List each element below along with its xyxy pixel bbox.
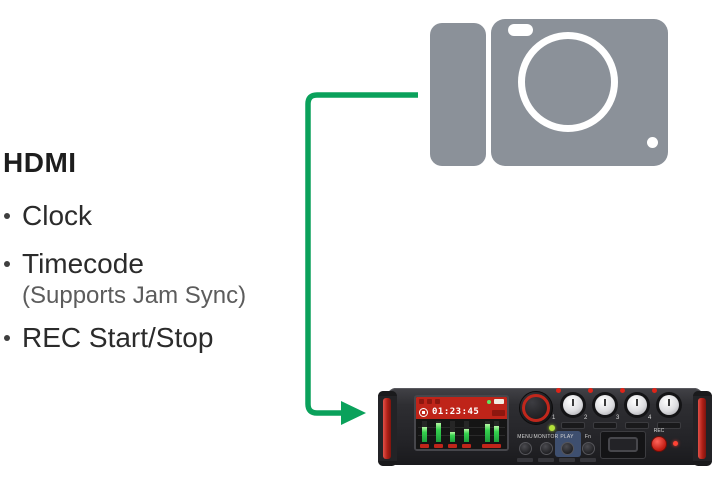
battery-icon xyxy=(494,399,504,404)
button-label: PLAY xyxy=(560,434,574,440)
meter-bar xyxy=(464,429,469,442)
menu-button xyxy=(519,442,532,455)
trim-knob-3: 3 xyxy=(616,388,650,421)
select-dial xyxy=(519,391,553,425)
knob-number: 3 xyxy=(616,415,620,421)
pfl-chip xyxy=(593,422,617,429)
rec-button-label: REC xyxy=(653,428,665,434)
bullet-icon xyxy=(4,335,10,341)
bullet-icon xyxy=(4,261,10,267)
bullet-item-clock: Clock xyxy=(4,200,92,231)
clip-led-icon xyxy=(620,388,625,393)
camera-lens-icon xyxy=(518,32,618,132)
bullet-label: Clock xyxy=(22,200,93,231)
frame-rate-chip xyxy=(492,410,505,416)
play-button xyxy=(561,442,574,455)
rec-button xyxy=(651,436,667,452)
trim-knob-1: 1 xyxy=(552,388,586,421)
clip-led-icon xyxy=(652,388,657,393)
pfl-chip xyxy=(625,422,649,429)
camera-button-dot xyxy=(647,137,658,148)
pfl-chip xyxy=(561,422,585,429)
clip-led-icon xyxy=(588,388,593,393)
knob-number: 4 xyxy=(648,415,652,421)
track-label-chip xyxy=(482,444,501,448)
meter-bar xyxy=(422,427,427,442)
trim-knob-2: 2 xyxy=(584,388,618,421)
timecode-readout: 01:23:45 xyxy=(432,407,480,417)
left-protection-rail xyxy=(378,391,397,466)
meter-bar xyxy=(436,423,441,442)
bullet-item-rec-start-stop: REC Start/Stop xyxy=(4,322,213,353)
monitor-button xyxy=(540,442,553,455)
button-sublabel-chip xyxy=(517,458,533,462)
bullet-icon xyxy=(4,213,10,219)
pfl-chip xyxy=(657,422,681,429)
stop-icon xyxy=(419,408,428,417)
display-header: 01:23:45 xyxy=(416,397,507,419)
knob-number: 2 xyxy=(584,415,588,421)
status-icons xyxy=(419,399,440,404)
level-meters xyxy=(416,419,507,449)
button-label: Fn xyxy=(584,434,592,440)
meter-bar xyxy=(450,432,455,442)
camera-viewfinder xyxy=(508,24,533,36)
button-label: MONITOR xyxy=(533,434,559,440)
track-label-chip xyxy=(462,444,471,448)
bullet-note: (Supports Jam Sync) xyxy=(22,282,247,310)
clip-led-icon xyxy=(556,388,561,393)
bullet-item-timecode: Timecode (Supports Jam Sync) xyxy=(4,248,246,310)
sd-card-slot xyxy=(600,431,646,459)
knob-number: 1 xyxy=(552,415,556,421)
track-label-chip xyxy=(448,444,457,448)
rec-led-icon xyxy=(673,441,678,446)
recorder-display: 01:23:45 xyxy=(414,395,509,451)
camera-grip xyxy=(430,23,486,166)
button-label: MENU xyxy=(517,434,533,440)
camera-body xyxy=(491,19,668,166)
field-recorder: 01:23:45 xyxy=(378,386,712,470)
camera-icon xyxy=(430,19,668,166)
trim-knob-4: 4 xyxy=(648,388,682,421)
button-sublabel-chip xyxy=(580,458,596,462)
bullet-label: REC Start/Stop xyxy=(22,322,214,353)
meter-bar xyxy=(485,424,490,442)
button-sublabel-chip xyxy=(538,458,554,462)
right-protection-rail xyxy=(693,391,712,466)
bullet-label: Timecode xyxy=(22,248,144,279)
meter-bar xyxy=(494,426,499,442)
panel-heading: HDMI xyxy=(3,147,77,178)
status-led-icon xyxy=(487,400,491,404)
fn-button xyxy=(582,442,595,455)
track-label-chip xyxy=(420,444,429,448)
button-sublabel-chip xyxy=(559,458,575,462)
power-led-icon xyxy=(549,425,555,431)
track-label-chip xyxy=(434,444,443,448)
